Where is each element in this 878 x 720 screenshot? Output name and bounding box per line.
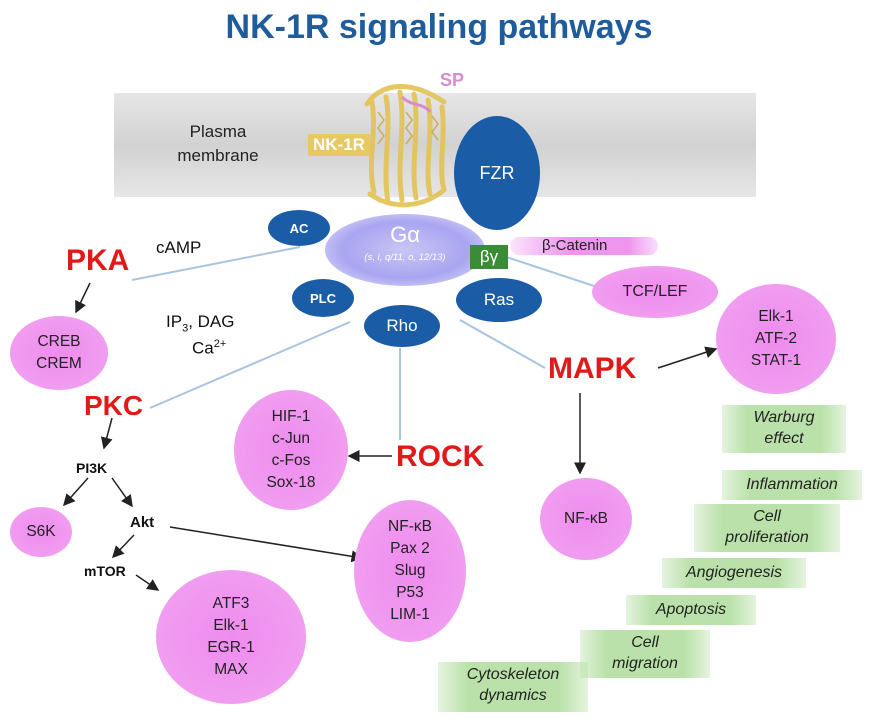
outcome-proliferation: Cell proliferation [694, 504, 840, 552]
arrow-pi3k-s6k [63, 477, 89, 507]
target-item: Elk-1 [758, 308, 794, 325]
akt-label: Akt [130, 514, 155, 531]
membrane-label: Plasma membrane [177, 122, 259, 165]
outcome-migration: Cell migration [580, 630, 710, 678]
nk1r-label: NK-1R [308, 134, 370, 156]
target-item: CREB [37, 333, 81, 350]
page-title: NK-1R signaling pathways [225, 8, 653, 46]
s6k-node: S6K [10, 507, 72, 557]
target-item: Pax 2 [390, 540, 430, 557]
target-item: HIF-1 [271, 408, 311, 425]
tcf-lef-label: TCF/LEF [622, 283, 688, 300]
target-item: P53 [396, 584, 424, 601]
rock-label: ROCK [396, 440, 485, 473]
outcome-inflammation: Inflammation [722, 470, 862, 500]
target-item: Elk-1 [213, 617, 249, 634]
arrow-pka-creb [75, 282, 91, 314]
g-alpha-label: Gα [390, 222, 420, 247]
target-item: Sox-18 [266, 474, 316, 491]
outcome-warburg: Warburg effect [722, 405, 846, 453]
g-alpha-subtypes: (s, i, q/11, o, 12/13) [364, 252, 446, 263]
target-item: NF-κB [388, 518, 432, 535]
outcome-cytoskeleton: Cytoskeleton dynamics [438, 662, 588, 712]
pkc-label: PKC [84, 390, 144, 421]
outcome-angiogenesis: Angiogenesis [662, 558, 806, 588]
camp-label: cAMP [156, 238, 202, 257]
nfkb-mapk-node: NF-κB [540, 478, 632, 560]
target-item: ATF-2 [755, 330, 797, 347]
pka-label: PKA [66, 244, 130, 277]
nk1r-structure-icon [364, 84, 447, 208]
plasma-membrane [114, 93, 756, 197]
calcium-label: Ca2+ [192, 338, 227, 358]
arrow-akt-mtor [111, 534, 135, 559]
arrow-pkc-pi3k [100, 417, 113, 450]
arrow-akt-nfkb [169, 526, 364, 563]
nfkb-akt-cluster: NF-κB Pax 2 Slug P53 LIM-1 [354, 500, 466, 642]
mtor-label: mTOR [84, 563, 126, 579]
outcome-apoptosis: Apoptosis [626, 595, 756, 625]
hif-cluster: HIF-1 c-Jun c-Fos Sox-18 [234, 390, 348, 510]
creb-cluster: CREB CREM [10, 316, 108, 390]
target-item: LIM-1 [390, 606, 430, 623]
rho-node: Rho [364, 305, 440, 347]
fzr-receptor: FZR [454, 116, 540, 230]
atf3-cluster: ATF3 Elk-1 EGR-1 MAX [156, 570, 306, 704]
link-ac-pka [131, 246, 301, 281]
beta-catenin-label: β-Catenin [510, 237, 658, 255]
link-plc-pkc [149, 321, 351, 409]
mapk-label: MAPK [548, 352, 637, 385]
target-item: CREM [36, 355, 82, 372]
sp-ligand-label: SP [440, 70, 465, 90]
plc-node: PLC [292, 279, 354, 317]
target-item: NF-κB [564, 510, 608, 527]
beta-gamma-node: βγ [470, 245, 508, 269]
pi3k-label: PI3K [76, 460, 108, 476]
ip3-dag-label: IP3, DAG [166, 312, 235, 335]
target-item: STAT-1 [750, 352, 802, 369]
target-item: MAX [214, 661, 248, 678]
target-item: c-Fos [271, 452, 311, 469]
g-alpha-node: Gα (s, i, q/11, o, 12/13) [325, 214, 485, 286]
target-item: EGR-1 [207, 639, 255, 656]
target-item: Slug [394, 562, 426, 579]
arrow-mapk-elk [657, 346, 718, 369]
link-ras-mapk [459, 319, 546, 369]
tcf-lef-node: TCF/LEF [592, 266, 718, 318]
elk-cluster: Elk-1 ATF-2 STAT-1 [716, 284, 836, 394]
target-item: c-Jun [272, 430, 310, 447]
arrow-pi3k-akt [111, 477, 133, 508]
s6k-label: S6K [26, 523, 56, 540]
ac-node: AC [268, 210, 330, 246]
target-item: ATF3 [212, 595, 250, 612]
ras-node: Ras [456, 278, 542, 322]
arrow-mtor-atf3 [135, 574, 160, 591]
